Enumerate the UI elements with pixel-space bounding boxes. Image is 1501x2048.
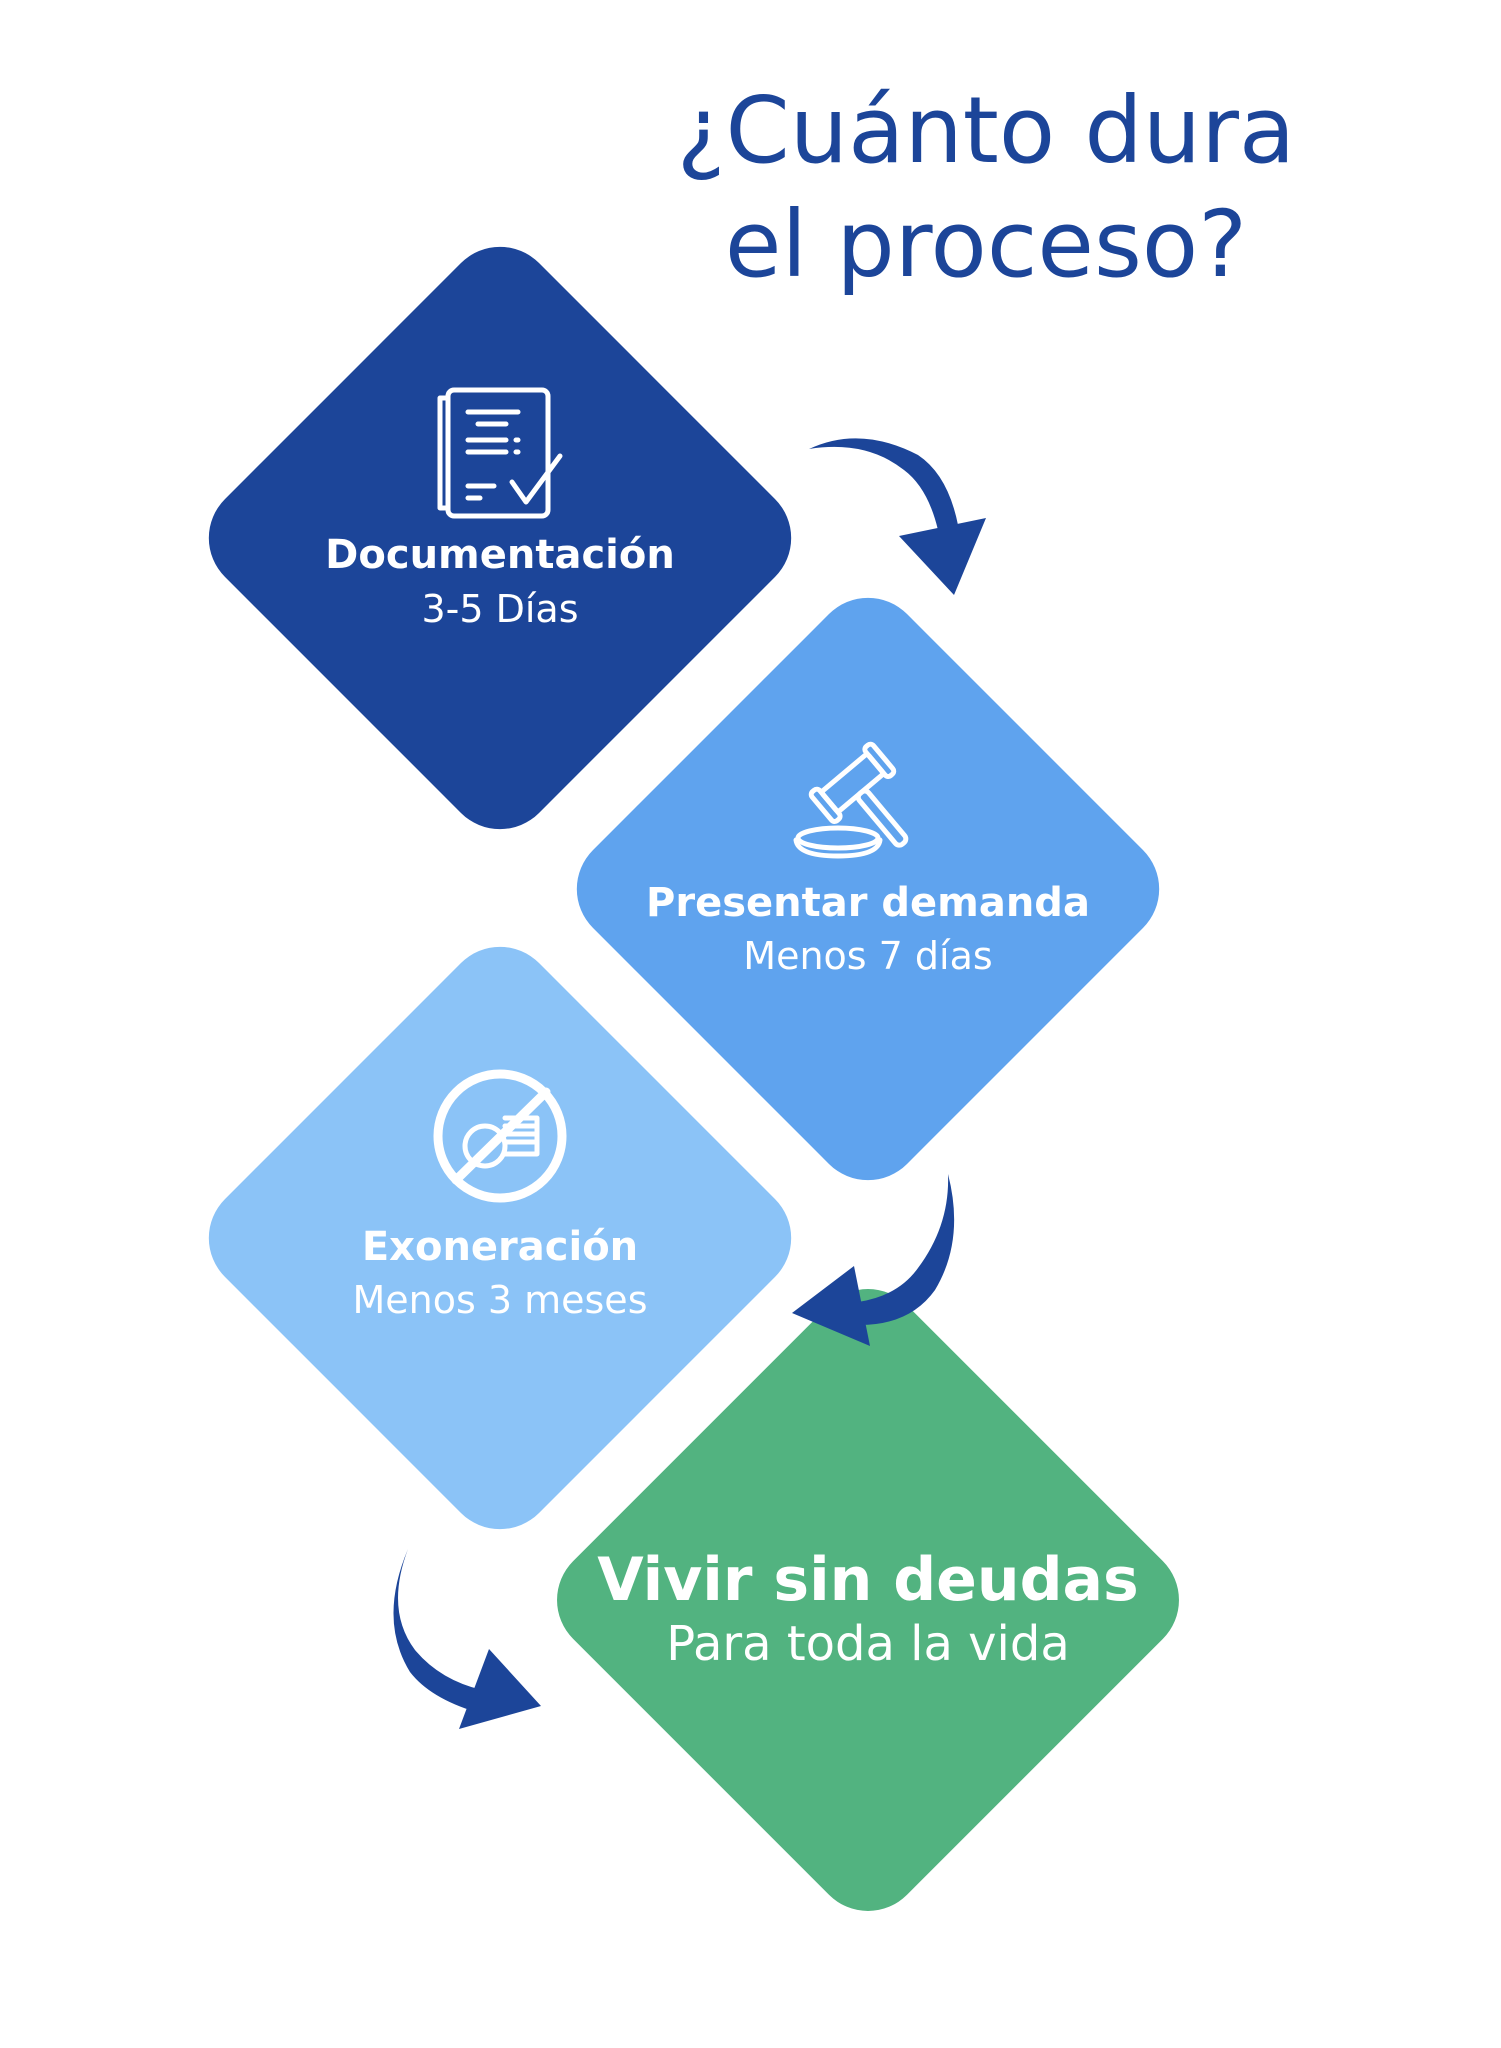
step-1-diamond bbox=[208, 246, 792, 830]
step-1-duration: 3-5 Días bbox=[421, 587, 578, 631]
step-2-diamond bbox=[576, 597, 1160, 1181]
gavel-icon bbox=[793, 741, 909, 859]
step-3-label: Exoneración bbox=[362, 1224, 638, 1270]
arrow-2-icon bbox=[792, 1174, 955, 1346]
step-4-diamond bbox=[557, 1289, 1179, 1911]
step-4-label: Vivir sin deudas bbox=[597, 1545, 1139, 1615]
step-4-duration: Para toda la vida bbox=[666, 1616, 1070, 1672]
step-3-diamond bbox=[208, 946, 792, 1530]
title-line-1: ¿Cuánto dura bbox=[677, 77, 1296, 184]
document-check-icon bbox=[437, 387, 563, 519]
step-1-label: Documentación bbox=[325, 532, 675, 578]
arrow-3-icon bbox=[393, 1549, 541, 1729]
no-debt-coins-icon bbox=[433, 1069, 567, 1203]
arrow-1-icon bbox=[809, 438, 986, 595]
title-line-2: el proceso? bbox=[725, 191, 1247, 298]
step-3-duration: Menos 3 meses bbox=[352, 1278, 647, 1322]
step-2-duration: Menos 7 días bbox=[743, 934, 992, 978]
step-2-label: Presentar demanda bbox=[646, 880, 1090, 926]
